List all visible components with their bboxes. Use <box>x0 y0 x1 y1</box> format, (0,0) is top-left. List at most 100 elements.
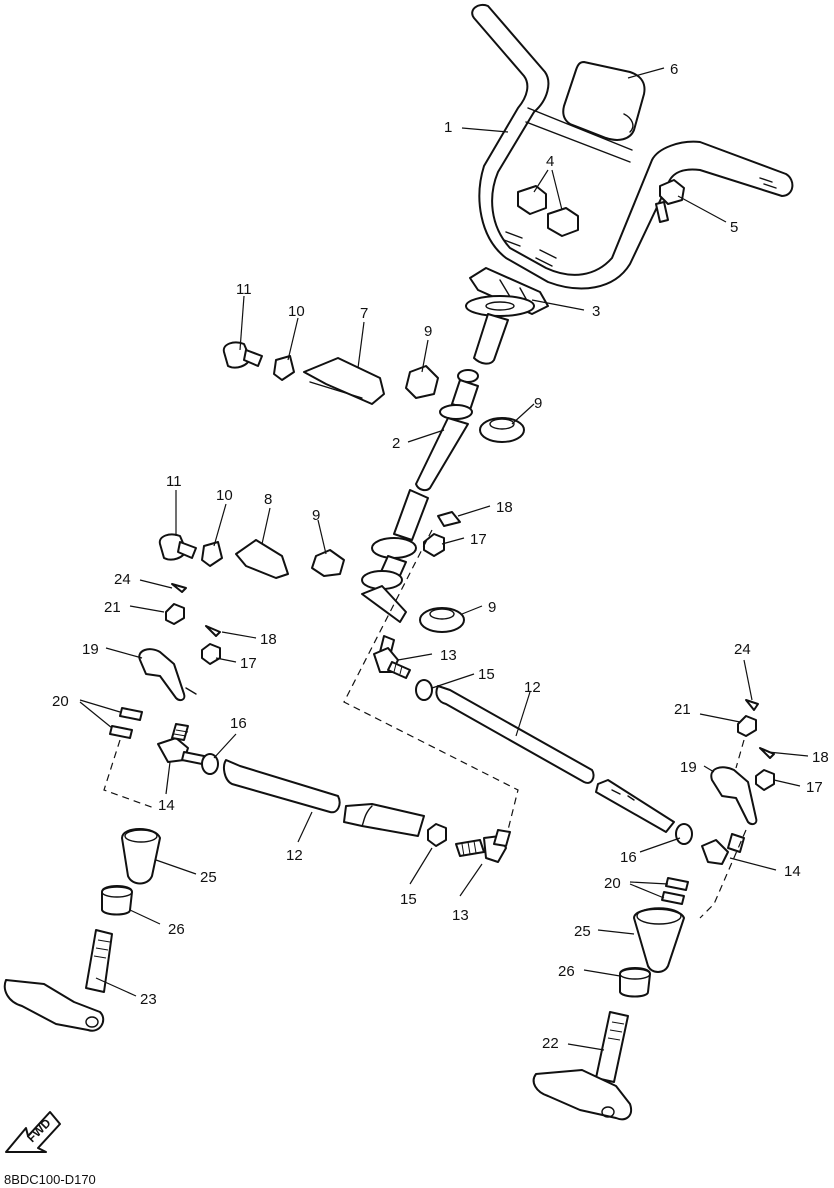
callout-label: 13 <box>440 647 457 664</box>
handlebar-pad-part <box>562 61 646 141</box>
handlebar-part <box>471 4 794 290</box>
callout-label: 16 <box>230 715 247 732</box>
callout-label: 18 <box>496 499 513 516</box>
cotter-pin-part <box>205 625 221 637</box>
callout-label: 11 <box>166 473 182 490</box>
clamp-part <box>235 539 289 579</box>
forward-arrow-icon: FWD <box>5 1111 61 1153</box>
nut-part <box>423 533 445 557</box>
callout-label: 3 <box>592 303 600 320</box>
collar-part <box>479 417 525 443</box>
nut-part <box>737 715 757 737</box>
assembly-line <box>699 829 747 919</box>
washer-part <box>109 707 143 739</box>
callout-label: 16 <box>620 849 637 866</box>
callout-labels: 1 2 3 4 5 6 7 8 9 9 9 9 10 10 11 11 12 1… <box>52 61 829 1052</box>
tie-rod-end-part <box>455 829 511 863</box>
tie-rod-end-part <box>373 647 411 679</box>
steering-knuckle-part <box>532 1011 632 1121</box>
upper-bracket-part <box>465 267 549 317</box>
locknut-part <box>427 823 447 847</box>
callout-label: 9 <box>312 507 320 524</box>
callout-label: 15 <box>478 666 495 683</box>
tie-rod-end-part <box>157 723 205 765</box>
clamp-part <box>303 357 385 405</box>
callout-label: 19 <box>680 759 697 776</box>
locknut-part <box>201 753 219 775</box>
handlebar-holder-part <box>517 185 579 237</box>
callout-label: 21 <box>104 599 121 616</box>
tie-rod-part <box>223 759 425 837</box>
callout-label: 18 <box>260 631 277 648</box>
callout-label: 2 <box>392 435 400 452</box>
nut-part <box>273 355 295 381</box>
callout-label: 17 <box>240 655 257 672</box>
cotter-pin-part <box>759 747 775 759</box>
callout-label: 9 <box>534 395 542 412</box>
cotter-pin-part <box>171 583 187 593</box>
callout-label: 21 <box>674 701 691 718</box>
callout-label: 7 <box>360 305 368 322</box>
callout-label: 13 <box>452 907 469 924</box>
callout-label: 23 <box>140 991 157 1008</box>
nut-part <box>165 603 185 625</box>
bolt-part <box>158 533 197 561</box>
callout-label: 10 <box>288 303 305 320</box>
callout-label: 12 <box>286 847 303 864</box>
callout-label: 25 <box>574 923 591 940</box>
callout-label: 22 <box>542 1035 559 1052</box>
assembly-line <box>343 529 519 831</box>
bolt-part <box>222 341 263 369</box>
callout-label: 24 <box>734 641 751 658</box>
collar-part <box>419 607 465 633</box>
cotter-pin-part <box>745 699 759 711</box>
nut-part <box>755 769 775 791</box>
leader-lines <box>79 67 809 1051</box>
callout-label: 11 <box>236 281 252 298</box>
collar-part <box>311 549 345 577</box>
callout-label: 14 <box>158 797 175 814</box>
locknut-part <box>675 823 693 845</box>
diagram-code: 8BDC100-D170 <box>4 1172 96 1187</box>
callout-label: 6 <box>670 61 678 78</box>
callout-label: 4 <box>546 153 554 170</box>
tie-rod-part <box>435 685 675 833</box>
callout-label: 18 <box>812 749 829 766</box>
assembly-line <box>735 739 745 769</box>
callout-label: 17 <box>806 779 823 796</box>
pitman-arm-part <box>710 766 758 826</box>
dust-boot-part <box>121 828 161 885</box>
callout-label: 8 <box>264 491 272 508</box>
washer-part <box>661 877 689 905</box>
callout-label: 12 <box>524 679 541 696</box>
cotter-pin-part <box>437 511 461 527</box>
callout-label: 19 <box>82 641 99 658</box>
callout-label: 9 <box>488 599 496 616</box>
assembly-line <box>103 739 155 809</box>
nut-part <box>201 643 221 665</box>
callout-label: 26 <box>558 963 575 980</box>
bushing-part <box>101 885 133 916</box>
callout-label: 17 <box>470 531 487 548</box>
bushing-part <box>619 967 651 998</box>
collar-part <box>405 365 439 399</box>
steering-knuckle-part <box>3 929 113 1032</box>
nut-part <box>201 541 223 567</box>
callout-label: 20 <box>52 693 69 710</box>
bolt-part <box>655 179 685 223</box>
steering-column-part <box>361 313 509 657</box>
callout-label: 10 <box>216 487 233 504</box>
callout-label: 15 <box>400 891 417 908</box>
tie-rod-end-part <box>701 833 745 865</box>
callout-label: 14 <box>784 863 801 880</box>
callout-label: 26 <box>168 921 185 938</box>
callout-label: 5 <box>730 219 738 236</box>
callout-label: 9 <box>424 323 432 340</box>
callout-label: 1 <box>444 119 452 136</box>
pitman-arm-part <box>138 648 197 702</box>
locknut-part <box>415 679 433 701</box>
dust-boot-part <box>633 907 685 973</box>
callout-label: 25 <box>200 869 217 886</box>
callout-label: 24 <box>114 571 131 588</box>
